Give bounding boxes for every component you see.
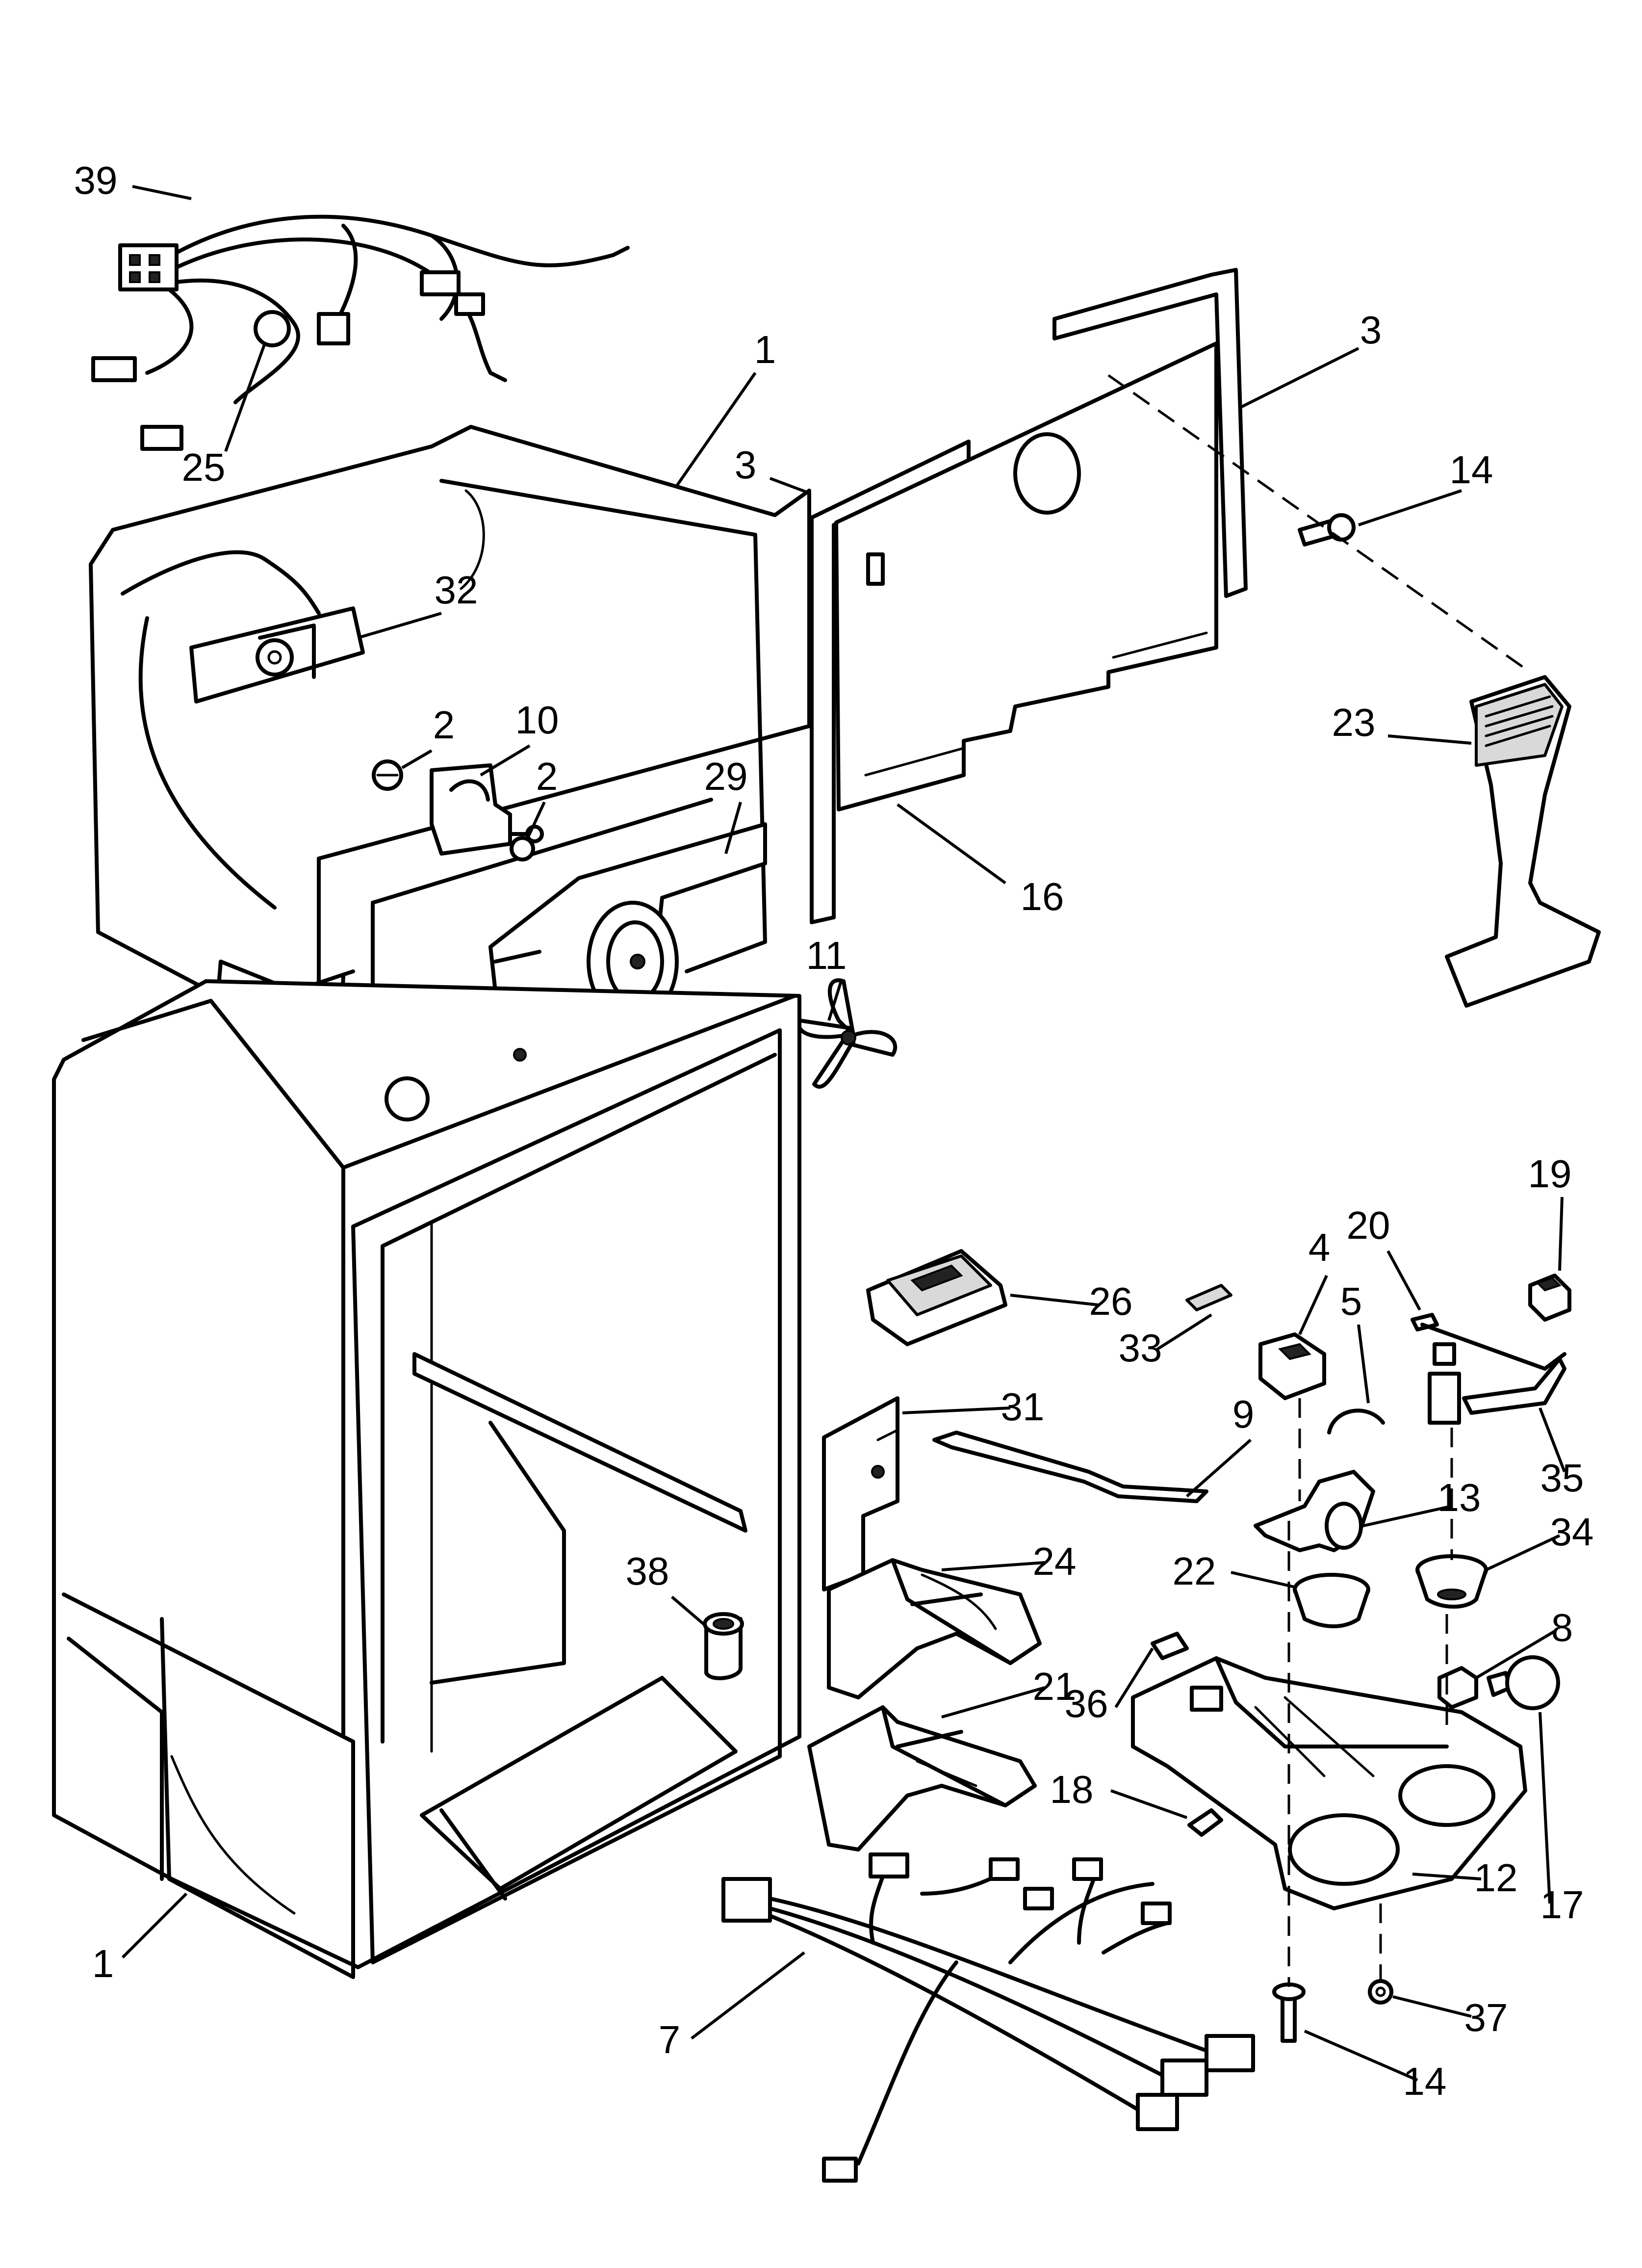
part-10-thermostat	[430, 763, 544, 856]
callout-37-label: 37	[1464, 1996, 1508, 2039]
part-12-dispenser-base	[1131, 1656, 1527, 1910]
callout-8-label: 8	[1551, 1606, 1573, 1649]
callout-20-label: 20	[1347, 1203, 1390, 1247]
callout-14-label: 14	[1450, 448, 1493, 492]
part-23-air-duct	[1445, 675, 1601, 1008]
part-37-nut	[1368, 1979, 1393, 2005]
callout-38-label: 38	[626, 1549, 669, 1593]
callout-34-label: 34	[1550, 1510, 1594, 1554]
callout-31-label: 31	[1001, 1385, 1045, 1429]
part-8-socket	[1437, 1666, 1478, 1709]
part-2-screw-lower	[510, 836, 535, 861]
part-17-light-bulb	[1487, 1655, 1560, 1710]
callout-10-label: 10	[515, 698, 559, 742]
part-39-wiring-harness	[91, 214, 630, 451]
callout-18-label: 18	[1050, 1768, 1094, 1811]
part-3-gasket-left	[810, 440, 971, 924]
part-32-bracket	[189, 606, 365, 704]
callout-22-label: 22	[1173, 1549, 1216, 1593]
part-18-fuse	[1187, 1808, 1223, 1837]
callout-2-label: 2	[433, 703, 455, 747]
part-11-fan-blade	[796, 978, 898, 1089]
callout-1-label: 1	[92, 1942, 114, 1985]
part-9-heater-strip	[932, 1431, 1208, 1503]
part-21-diffuser	[807, 1705, 1037, 1851]
callout-36-label: 36	[1065, 1682, 1108, 1725]
part-31-baffle-plate	[822, 1396, 899, 1591]
callout-11-label: 11	[806, 934, 847, 977]
callout-3-label: 3	[1360, 308, 1382, 352]
part-22-gear	[1293, 1573, 1370, 1628]
part-34-collar	[1415, 1554, 1488, 1609]
part-35-actuator	[1462, 1357, 1566, 1415]
part-2-screw-upper	[372, 759, 403, 791]
part-4-motor	[1258, 1332, 1326, 1400]
part-26-control-housing	[866, 1249, 1007, 1346]
callout-21-label: 21	[1033, 1665, 1077, 1708]
callout-17-label: 17	[1540, 1883, 1584, 1927]
callout-32-label: 32	[435, 568, 478, 612]
callout-3-label: 3	[735, 443, 757, 487]
callout-12-label: 12	[1474, 1856, 1518, 1900]
part-7-wiring-harness	[721, 1852, 1255, 2183]
callout-4-label: 4	[1308, 1225, 1331, 1269]
part-14-screw-lower	[1272, 1982, 1306, 2043]
part-1-refrigerator-cabinet	[52, 979, 801, 1979]
callout-5-label: 5	[1340, 1279, 1362, 1323]
callout-13-label: 13	[1437, 1476, 1481, 1519]
callout-24-label: 24	[1033, 1539, 1077, 1583]
callout-16-label: 16	[1021, 875, 1064, 918]
part-16-evaporator-cover	[834, 341, 1218, 811]
callout-19-label: 19	[1528, 1152, 1572, 1196]
part-33-clip	[1185, 1284, 1232, 1311]
callout-39-label: 39	[74, 158, 118, 202]
part-24-housing	[827, 1558, 1042, 1699]
part-13-auger-motor-bracket	[1254, 1470, 1375, 1552]
callout-7-label: 7	[659, 2018, 681, 2061]
callout-29-label: 29	[704, 755, 748, 798]
callout-26-label: 26	[1089, 1279, 1133, 1323]
callout-2-label: 2	[536, 755, 558, 798]
part-14-screw-upper	[1298, 513, 1356, 547]
callout-9-label: 9	[1232, 1392, 1255, 1436]
callout-35-label: 35	[1540, 1456, 1584, 1500]
callout-14-label: 14	[1403, 2059, 1447, 2103]
callout-33-label: 33	[1119, 1326, 1162, 1370]
part-3-gasket-right	[1052, 268, 1248, 598]
part-38-plug	[703, 1612, 744, 1680]
part-36-label	[1151, 1632, 1189, 1660]
part-19-switch	[1528, 1274, 1571, 1322]
callout-23-label: 23	[1332, 701, 1376, 744]
part-5-clamp	[1327, 1408, 1385, 1434]
callout-leader-lines	[121, 185, 1566, 2082]
callout-25-label: 25	[182, 445, 226, 489]
callout-1-label: 1	[754, 328, 776, 371]
